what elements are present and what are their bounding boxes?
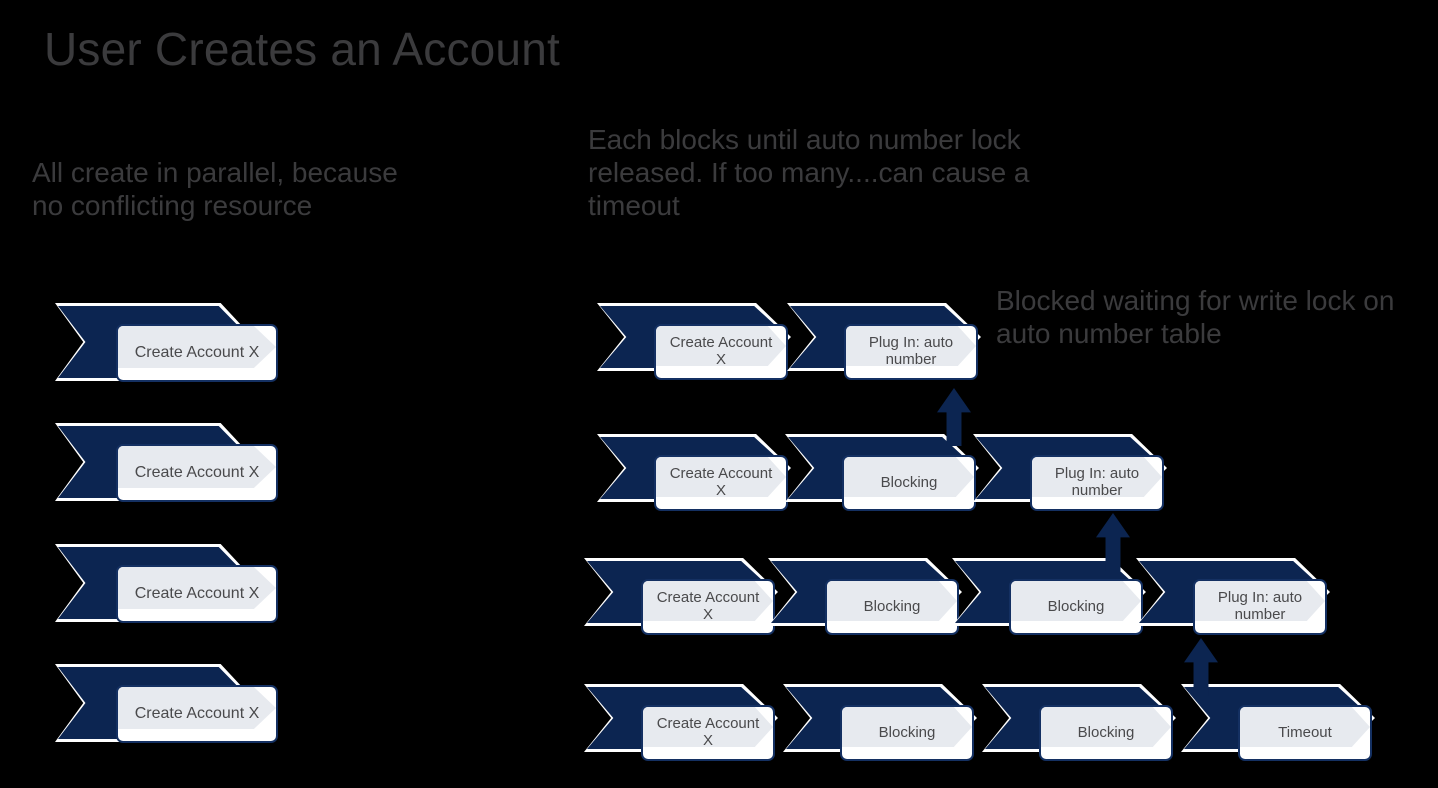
flow-step-card[interactable]: Create Account X [654, 324, 788, 380]
flow-step-label: Blocking [878, 723, 936, 741]
flow-step-card[interactable]: Blocking [1039, 705, 1173, 761]
flow-step-label: Blocking [1047, 597, 1105, 615]
note-right-write-lock: Blocked waiting for write lock on auto n… [996, 285, 1395, 350]
ghost-chevron-icon [1240, 707, 1370, 747]
flow-step-label: Plug In: auto number [868, 334, 954, 368]
flow-step-label: Blocking [880, 473, 938, 491]
ghost-chevron-icon [656, 457, 786, 497]
ghost-chevron-icon [844, 457, 974, 497]
flow-step-label: Create Account X [656, 715, 760, 749]
flow-step-card[interactable]: Blocking [1009, 579, 1143, 635]
flow-step-label: Blocking [863, 597, 921, 615]
flow-step-label: Create Account X [134, 585, 260, 603]
flow-step-label: Timeout [1278, 723, 1332, 741]
flow-step-label: Blocking [1077, 723, 1135, 741]
flow-step-card[interactable]: Create Account X [116, 565, 278, 623]
ghost-chevron-icon [846, 326, 976, 366]
flow-step-label: Create Account X [134, 705, 260, 723]
ghost-chevron-icon [1011, 581, 1141, 621]
ghost-chevron-icon [118, 446, 276, 488]
flow-step-card[interactable]: Timeout [1238, 705, 1372, 761]
flow-step-label: Plug In: auto number [1054, 465, 1140, 499]
flow-step-card[interactable]: Create Account X [116, 444, 278, 502]
flow-step-card[interactable]: Create Account X [654, 455, 788, 511]
ghost-chevron-icon [643, 581, 773, 621]
ghost-chevron-icon [118, 567, 276, 609]
ghost-chevron-icon [643, 707, 773, 747]
flow-step-label: Create Account X [656, 589, 760, 623]
ghost-chevron-icon [118, 687, 276, 729]
flow-step-card[interactable]: Plug In: auto number [844, 324, 978, 380]
flow-step-label: Create Account X [669, 334, 773, 368]
ghost-chevron-icon [1195, 581, 1325, 621]
ghost-chevron-icon [1041, 707, 1171, 747]
flow-step-card[interactable]: Plug In: auto number [1030, 455, 1164, 511]
flow-step-card[interactable]: Create Account X [116, 685, 278, 743]
ghost-chevron-icon [118, 326, 276, 368]
flow-step-card[interactable]: Create Account X [641, 579, 775, 635]
flow-step-card[interactable]: Blocking [842, 455, 976, 511]
flow-step-card[interactable]: Blocking [840, 705, 974, 761]
ghost-chevron-icon [827, 581, 957, 621]
flow-step-label: Create Account X [134, 464, 260, 482]
flow-step-card[interactable]: Blocking [825, 579, 959, 635]
flow-step-label: Create Account X [134, 344, 260, 362]
ghost-chevron-icon [656, 326, 786, 366]
ghost-chevron-icon [1032, 457, 1162, 497]
ghost-chevron-icon [842, 707, 972, 747]
flow-step-card[interactable]: Create Account X [116, 324, 278, 382]
flow-step-label: Create Account X [669, 465, 773, 499]
flow-step-card[interactable]: Plug In: auto number [1193, 579, 1327, 635]
note-left-parallel: All create in parallel, because no confl… [32, 157, 398, 222]
page-title: User Creates an Account [44, 23, 560, 75]
flow-step-label: Plug In: auto number [1217, 589, 1303, 623]
note-middle-blocking: Each blocks until auto number lock relea… [588, 124, 1030, 222]
flow-step-card[interactable]: Create Account X [641, 705, 775, 761]
